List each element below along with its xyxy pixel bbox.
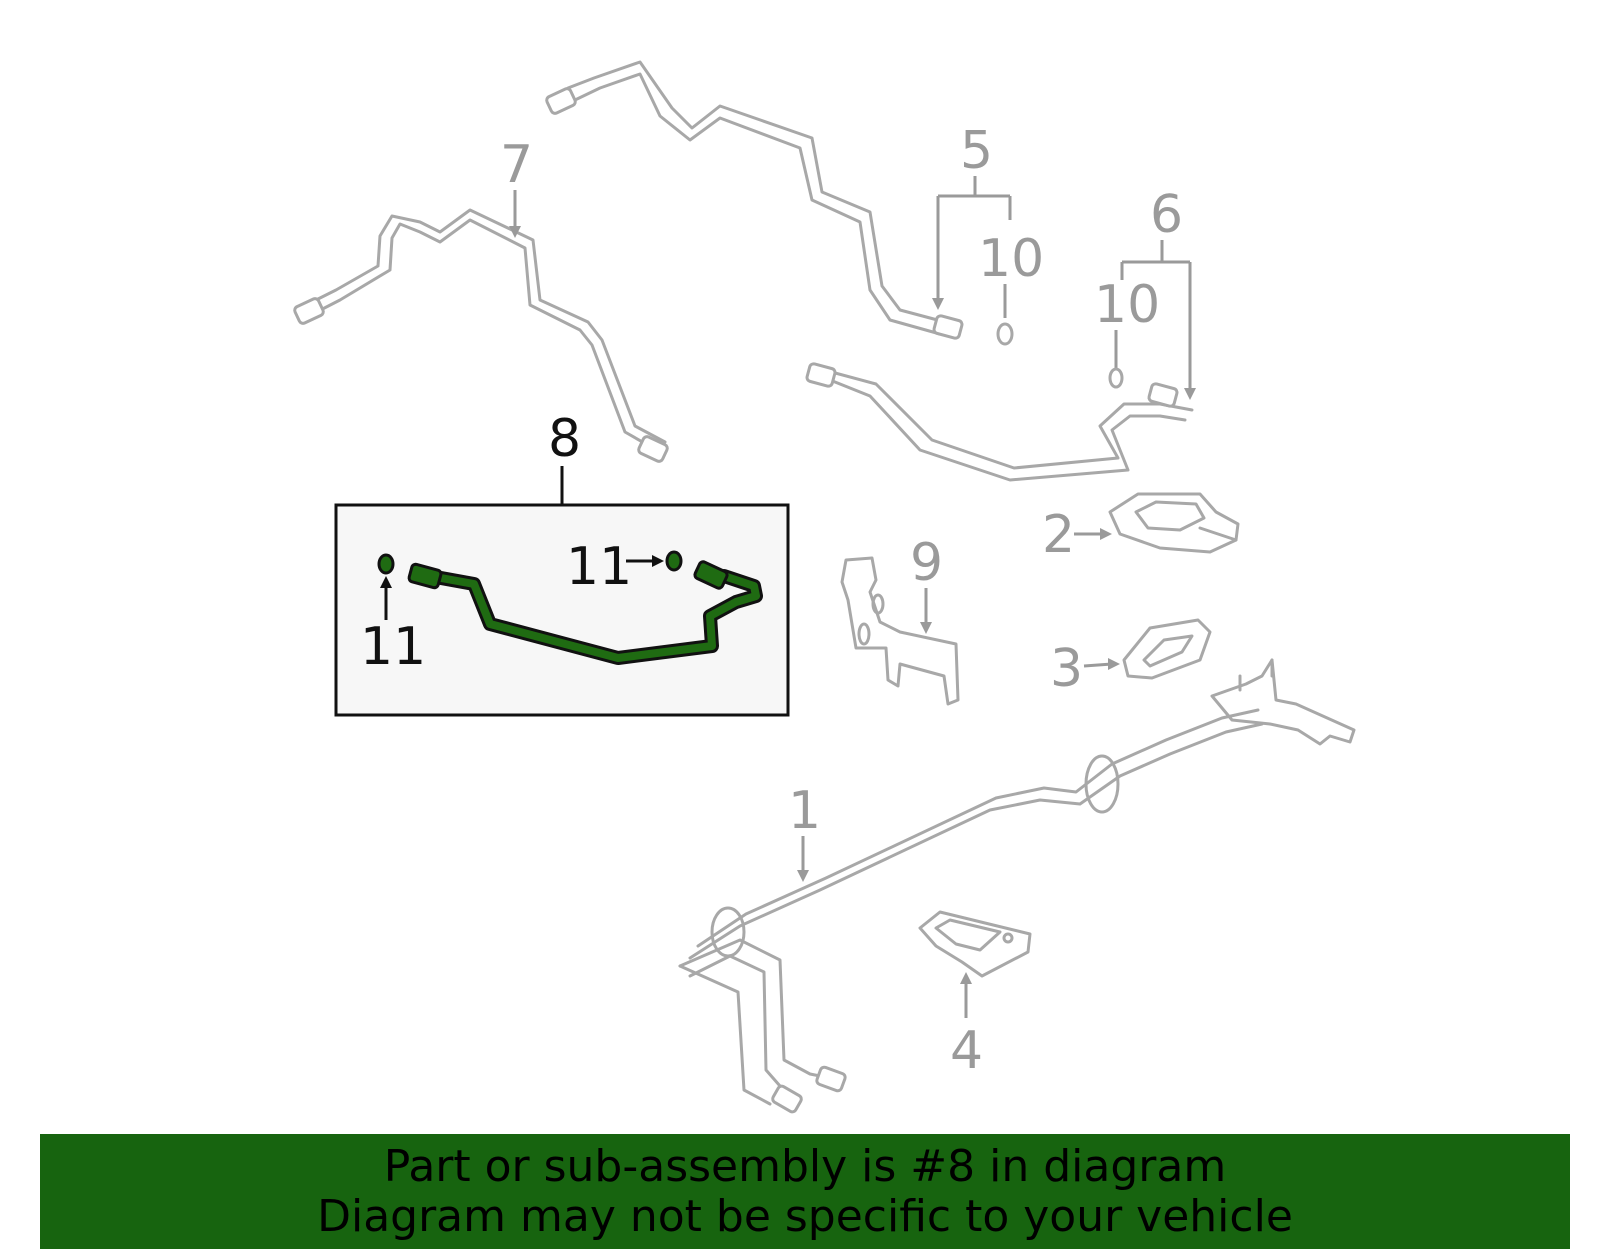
callout-5: 5 <box>960 121 993 181</box>
mount-bracket <box>1210 658 1356 746</box>
callout-10a: 10 <box>978 229 1044 289</box>
part-9-bracket[interactable] <box>840 556 960 706</box>
grommet-icon <box>1084 754 1120 814</box>
callout-11b: 11 <box>566 537 632 597</box>
part-8-pipe[interactable] <box>407 560 763 665</box>
callout-8: 8 <box>548 409 581 469</box>
part-1-pipe-assembly[interactable] <box>678 658 1356 1114</box>
fitting-icon <box>407 560 729 590</box>
hole-icon <box>857 622 871 646</box>
banner-line-1: Part or sub-assembly is #8 in diagram <box>383 1141 1227 1192</box>
callout-2: 2 <box>1042 505 1075 565</box>
fitting-icon <box>293 297 669 463</box>
callout-10b: 10 <box>1094 275 1160 335</box>
arrow-icon <box>932 298 944 310</box>
banner-line-2: Diagram may not be specific to your vehi… <box>317 1191 1293 1242</box>
notice-banner: Part or sub-assembly is #8 in diagram Di… <box>40 1134 1570 1249</box>
oring-icon[interactable] <box>377 553 395 575</box>
oring-icon <box>996 322 1014 346</box>
oring-icon[interactable] <box>665 550 683 572</box>
arrow-icon <box>960 972 972 984</box>
part-3-grommet[interactable] <box>1122 618 1212 680</box>
arrow-icon <box>797 870 809 882</box>
arrow-icon <box>1184 388 1196 400</box>
hole-icon <box>1002 932 1014 944</box>
part-6-pipe[interactable] <box>805 362 1194 482</box>
arrow-icon <box>920 622 932 634</box>
oring-icon <box>1108 367 1124 389</box>
leader-3 <box>1083 662 1113 668</box>
callout-1: 1 <box>788 781 821 841</box>
fitting-icon <box>545 87 964 340</box>
leader-6-bracket <box>1120 240 1192 394</box>
callout-6: 6 <box>1150 185 1183 245</box>
arrow-icon <box>1108 658 1120 670</box>
grommet-icon <box>710 906 746 958</box>
arrow-icon <box>509 226 521 238</box>
part-7-pipe[interactable] <box>293 208 669 463</box>
hole-icon <box>871 593 885 615</box>
arrow-icon <box>652 555 664 567</box>
arrow-icon <box>1100 528 1112 540</box>
fitting-icon <box>771 1065 847 1114</box>
part-4-clip[interactable] <box>918 910 1032 978</box>
arrow-icon <box>380 576 392 588</box>
part-2-clamp[interactable] <box>1108 492 1240 554</box>
part-5-pipe[interactable] <box>545 60 964 340</box>
callout-7: 7 <box>500 135 533 195</box>
callout-4: 4 <box>950 1021 983 1081</box>
leader-5-bracket <box>936 176 1012 304</box>
callout-11a: 11 <box>360 617 426 677</box>
callout-9: 9 <box>910 533 943 593</box>
fitting-icon <box>805 362 1179 408</box>
callout-3: 3 <box>1050 639 1083 699</box>
